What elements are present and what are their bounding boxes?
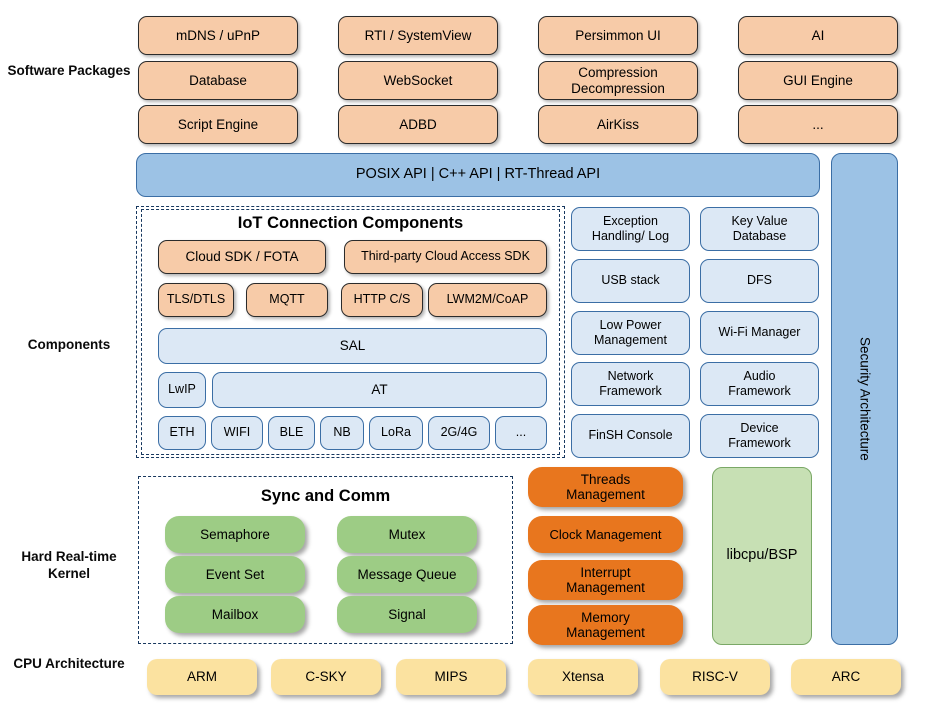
cpu-arch-box[interactable]: ARM <box>147 659 257 695</box>
component-service-box[interactable]: USB stack <box>571 259 690 303</box>
cpu-arch-box[interactable]: Xtensa <box>528 659 638 695</box>
iot-link-box[interactable]: NB <box>320 416 364 450</box>
package-box[interactable]: AI <box>738 16 898 55</box>
libcpu-bsp-box[interactable]: libcpu/BSP <box>712 467 812 645</box>
component-service-box[interactable]: DFS <box>700 259 819 303</box>
api-bar[interactable]: POSIX API | C++ API | RT-Thread API <box>136 153 820 197</box>
security-architecture-label: Security Architecture <box>857 337 873 461</box>
iot-cloud-box[interactable]: Third-party Cloud Access SDK <box>344 240 547 274</box>
cpu-arch-box[interactable]: ARC <box>791 659 901 695</box>
components-outer-boundary <box>136 206 565 458</box>
package-box[interactable]: Database <box>138 61 298 100</box>
iot-protocol-box[interactable]: MQTT <box>246 283 328 317</box>
security-architecture-bar[interactable]: Security Architecture <box>831 153 898 645</box>
component-service-box[interactable]: Network Framework <box>571 362 690 406</box>
cpu-arch-box[interactable]: MIPS <box>396 659 506 695</box>
iot-protocol-box[interactable]: HTTP C/S <box>341 283 423 317</box>
package-box[interactable]: RTI / SystemView <box>338 16 498 55</box>
iot-link-box[interactable]: 2G/4G <box>428 416 490 450</box>
iot-connection-boundary <box>141 209 560 455</box>
iot-lwip-box[interactable]: LwIP <box>158 372 206 408</box>
package-box[interactable]: WebSocket <box>338 61 498 100</box>
package-box[interactable]: Script Engine <box>138 105 298 144</box>
component-service-box[interactable]: Device Framework <box>700 414 819 458</box>
package-box[interactable]: Persimmon UI <box>538 16 698 55</box>
iot-link-box[interactable]: ETH <box>158 416 206 450</box>
iot-link-box[interactable]: BLE <box>268 416 315 450</box>
component-service-box[interactable]: Low Power Management <box>571 311 690 355</box>
cpu-arch-box[interactable]: C-SKY <box>271 659 381 695</box>
iot-protocol-box[interactable]: TLS/DTLS <box>158 283 234 317</box>
package-box[interactable]: ADBD <box>338 105 498 144</box>
kernel-sync-box[interactable]: Message Queue <box>337 556 477 593</box>
kernel-management-box[interactable]: Interrupt Management <box>528 560 683 600</box>
kernel-sync-box[interactable]: Semaphore <box>165 516 305 553</box>
iot-link-box[interactable]: LoRa <box>369 416 423 450</box>
kernel-sync-box[interactable]: Mailbox <box>165 596 305 633</box>
component-service-box[interactable]: Exception Handling/ Log <box>571 207 690 251</box>
kernel-sync-box[interactable]: Signal <box>337 596 477 633</box>
sync-comm-title: Sync and Comm <box>260 487 391 505</box>
kernel-sync-box[interactable]: Mutex <box>337 516 477 553</box>
row-label-components: Components <box>27 337 111 352</box>
kernel-management-box[interactable]: Threads Management <box>528 467 683 507</box>
iot-cloud-box[interactable]: Cloud SDK / FOTA <box>158 240 326 274</box>
kernel-sync-box[interactable]: Event Set <box>165 556 305 593</box>
iot-link-box[interactable]: WIFI <box>211 416 263 450</box>
row-label-software-packages: Software Packages <box>7 63 131 78</box>
row-label-kernel: Hard Real-time Kernel <box>21 549 117 581</box>
cpu-arch-box[interactable]: RISC-V <box>660 659 770 695</box>
iot-section-title: IoT Connection Components <box>237 214 464 232</box>
package-box[interactable]: AirKiss <box>538 105 698 144</box>
sync-comm-boundary <box>138 476 513 644</box>
package-box[interactable]: ... <box>738 105 898 144</box>
iot-at-box[interactable]: AT <box>212 372 547 408</box>
row-label-cpu: CPU Architecture <box>13 656 125 671</box>
component-service-box[interactable]: Audio Framework <box>700 362 819 406</box>
iot-protocol-box[interactable]: LWM2M/CoAP <box>428 283 547 317</box>
kernel-management-box[interactable]: Clock Management <box>528 516 683 553</box>
kernel-management-box[interactable]: Memory Management <box>528 605 683 645</box>
iot-sal-box[interactable]: SAL <box>158 328 547 364</box>
package-box[interactable]: Compression Decompression <box>538 61 698 100</box>
package-box[interactable]: GUI Engine <box>738 61 898 100</box>
iot-link-box[interactable]: ... <box>495 416 547 450</box>
component-service-box[interactable]: FinSH Console <box>571 414 690 458</box>
package-box[interactable]: mDNS / uPnP <box>138 16 298 55</box>
component-service-box[interactable]: Key Value Database <box>700 207 819 251</box>
component-service-box[interactable]: Wi-Fi Manager <box>700 311 819 355</box>
